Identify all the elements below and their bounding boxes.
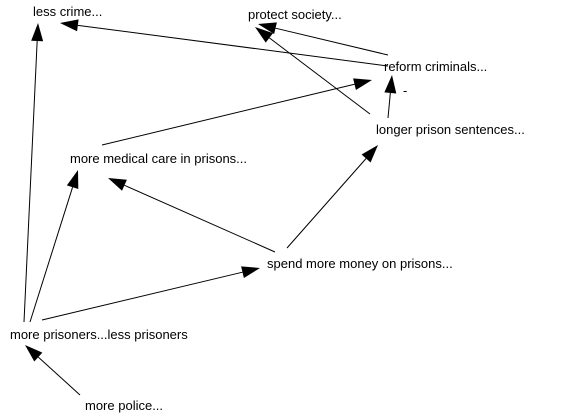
arrow-prisoners-to-medical-care (29, 170, 79, 323)
arrow-shaft (286, 158, 367, 249)
arrow-longer-sentences-to-reform (384, 75, 397, 119)
node-reform-criminals[interactable]: reform criminals... (384, 59, 488, 74)
arrowhead (25, 345, 43, 362)
arrow-prisoners-to-spend-money (41, 266, 260, 321)
arrow-shaft (275, 27, 389, 56)
arrow-medical-care-to-reform (101, 78, 372, 146)
arrow-shaft (101, 83, 355, 146)
arrow-reform-to-less-crime (60, 19, 389, 67)
node-spend-more-money[interactable]: spend more money on prisons... (267, 256, 453, 271)
arrowhead (66, 170, 79, 189)
arrow-prisoners-to-less-crime (23, 23, 44, 323)
arrow-shaft (269, 37, 371, 115)
arrowhead (258, 22, 277, 35)
arrowhead (353, 78, 372, 91)
arrow-shaft (37, 356, 81, 396)
arrow-reform-to-protect-society (258, 22, 389, 56)
node-protect-society[interactable]: protect society... (248, 7, 342, 22)
arrowhead (60, 19, 79, 32)
arrowhead (108, 178, 127, 191)
node-more-police[interactable]: more police... (85, 398, 164, 413)
arrow-police-to-prisoners (25, 345, 81, 396)
arrowhead (361, 145, 378, 163)
arrowhead (384, 75, 397, 94)
arrow-shaft (77, 24, 389, 67)
arrow-spend-money-to-longer-sentences (286, 145, 378, 249)
node-more-medical-care[interactable]: more medical care in prisons... (70, 151, 248, 166)
arrow-shaft (23, 40, 38, 323)
arrow-shaft (29, 187, 74, 323)
node-longer-prison-sentences[interactable]: longer prison sentences... (376, 122, 525, 137)
arrowhead (255, 27, 273, 43)
edge-label-longer-sentences-to-reform: - (403, 83, 408, 98)
node-less-crime[interactable]: less crime... (33, 4, 103, 19)
arrow-spend-money-to-medical-care (108, 178, 276, 253)
arrowhead (31, 23, 44, 42)
arrow-shaft (124, 184, 276, 253)
arrow-longer-sentences-to-protect-society (255, 27, 371, 115)
arrow-shaft (41, 271, 243, 321)
arrow-shaft (387, 92, 391, 119)
node-more-prisoners[interactable]: more prisoners...less prisoners (10, 327, 188, 342)
arrowhead (241, 266, 260, 279)
